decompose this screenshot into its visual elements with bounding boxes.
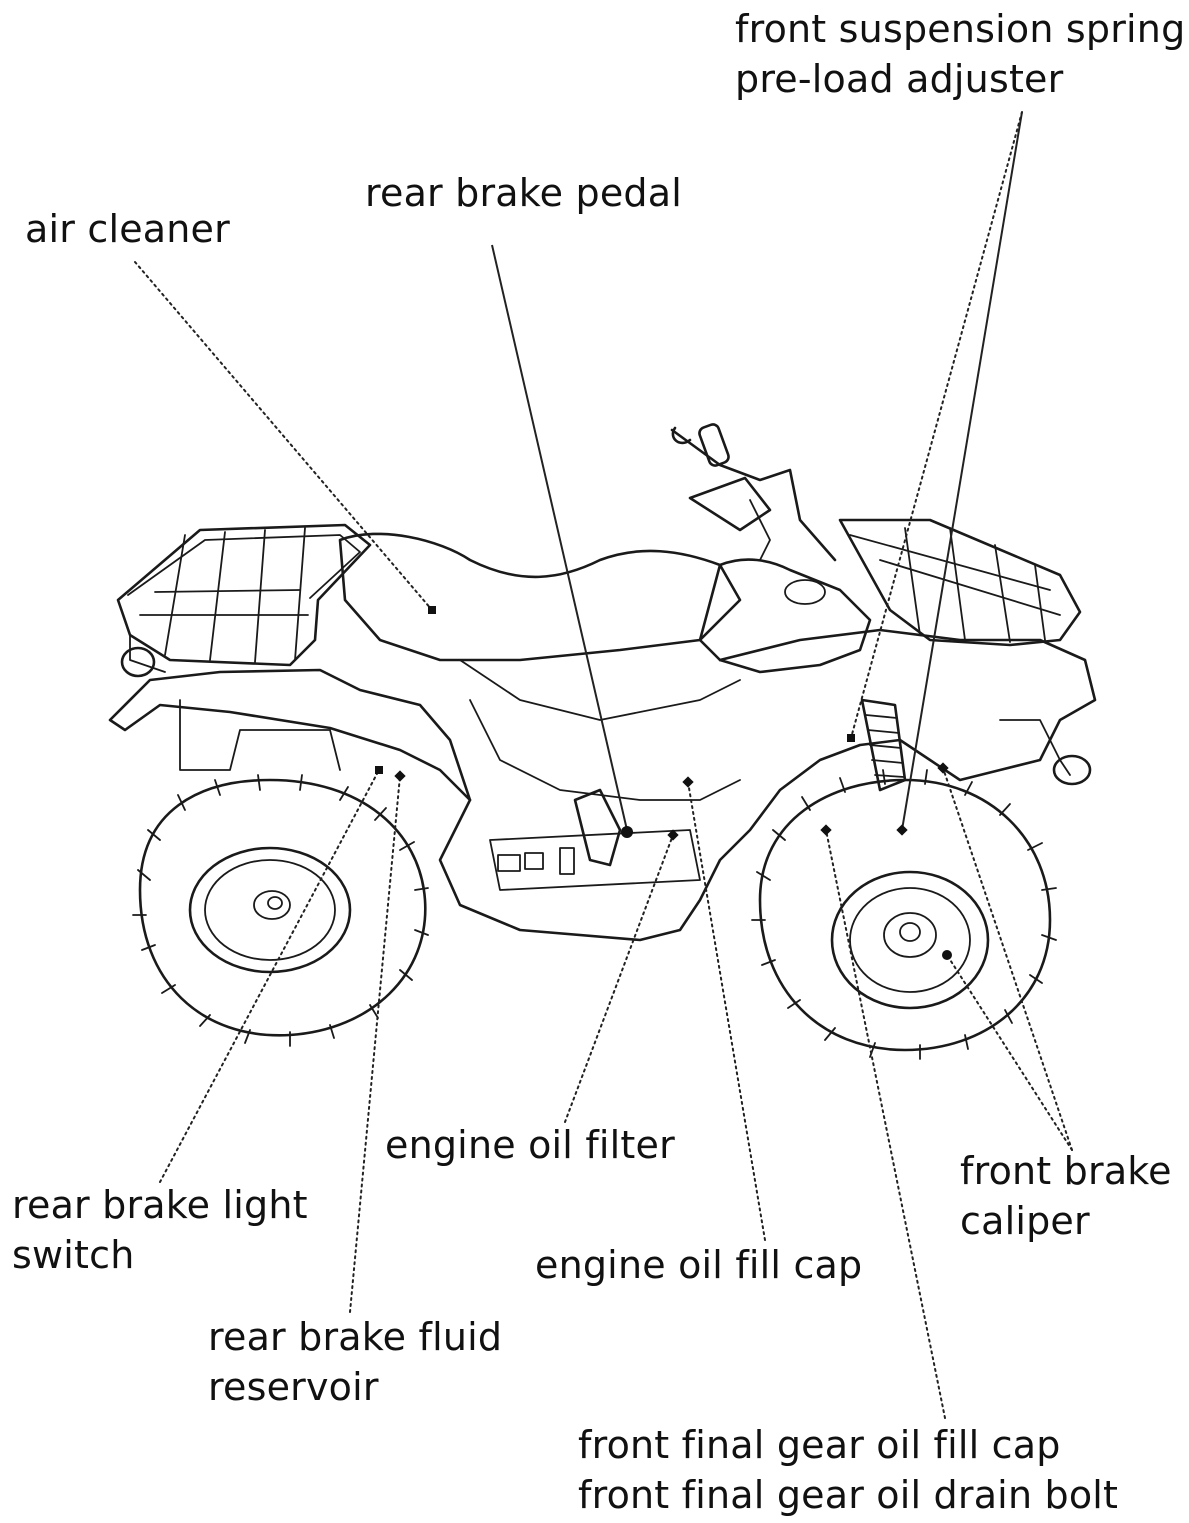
side-panel-line [469,699,741,801]
rear-wheel [132,774,429,1047]
label-front-suspension-spring-preload-adjuster: front suspension spring pre-load adjuste… [735,4,1185,104]
label-line: engine oil fill cap [535,1243,863,1287]
label-line: switch [12,1233,135,1277]
label-line: front suspension spring [735,7,1186,51]
label-line: pre-load adjuster [735,57,1064,101]
footrest-slot [559,847,575,875]
label-line: engine oil filter [385,1123,675,1167]
marker-engine-oil-fill-cap [682,776,694,788]
marker-front-final-gear [820,824,832,836]
marker-air-cleaner [428,606,436,614]
marker-rear-brake-pedal [621,826,633,838]
fuel-cap [784,579,826,605]
body-frame [438,628,1097,942]
leader-front-brake-caliper-a [942,767,1073,1151]
marker-front-suspension [896,824,908,836]
seat [338,532,742,662]
body-line [459,659,741,721]
handlebar [670,423,837,562]
label-engine-oil-fill-cap: engine oil fill cap [535,1240,862,1290]
front-rack [838,518,1082,647]
leader-front-suspension-dotted [850,111,1023,739]
rear-frame [179,699,341,771]
rear-light [120,646,156,678]
leader-rear-brake-fluid-reservoir [349,775,401,1313]
leader-engine-oil-fill-cap [687,781,766,1241]
label-line: front final gear oil drain bolt [578,1473,1119,1517]
brake-pedal [573,788,622,867]
leader-rear-brake-light-switch [159,769,380,1183]
label-air-cleaner: air cleaner [25,204,230,254]
footrest-slot [497,854,521,872]
front-light [1052,754,1092,786]
callout-markers [375,606,952,960]
label-line: front brake [960,1149,1172,1193]
atv-illustration [108,423,1097,1060]
leader-front-brake-caliper-b [946,954,1073,1151]
label-front-final-gear-oil: front final gear oil fill cap front fina… [578,1420,1118,1520]
label-line: rear brake pedal [365,171,682,215]
front-bumper [999,719,1071,776]
leader-rear-brake-pedal [491,244,628,831]
leader-air-cleaner [134,261,433,611]
label-line: front final gear oil fill cap [578,1423,1061,1467]
leader-front-suspension-solid [901,111,1023,831]
marker-rear-brake-fluid-reservoir [394,770,406,782]
label-line: reservoir [208,1365,379,1409]
leader-lines [134,111,1073,1419]
footrest-slot [524,852,544,870]
marker-engine-oil-filter [667,829,679,841]
marker-rear-brake-light-switch [375,766,383,774]
marker-front-brake-caliper-b [942,950,952,960]
label-engine-oil-filter: engine oil filter [385,1120,675,1170]
label-line: rear brake light [12,1183,308,1227]
marker-front-suspension-b [847,734,855,742]
label-front-brake-caliper: front brake caliper [960,1146,1172,1246]
rear-rack [116,523,372,673]
label-rear-brake-pedal: rear brake pedal [365,168,682,218]
label-rear-brake-fluid-reservoir: rear brake fluid reservoir [208,1312,502,1412]
leader-engine-oil-filter [564,834,674,1123]
label-rear-brake-light-switch: rear brake light switch [12,1180,308,1280]
fuel-tank [698,558,872,674]
label-line: caliper [960,1199,1090,1243]
marker-front-brake-caliper [937,762,949,774]
label-line: air cleaner [25,207,230,251]
label-line: rear brake fluid [208,1315,503,1359]
leader-front-final-gear [825,829,946,1419]
front-wheel [751,769,1057,1060]
